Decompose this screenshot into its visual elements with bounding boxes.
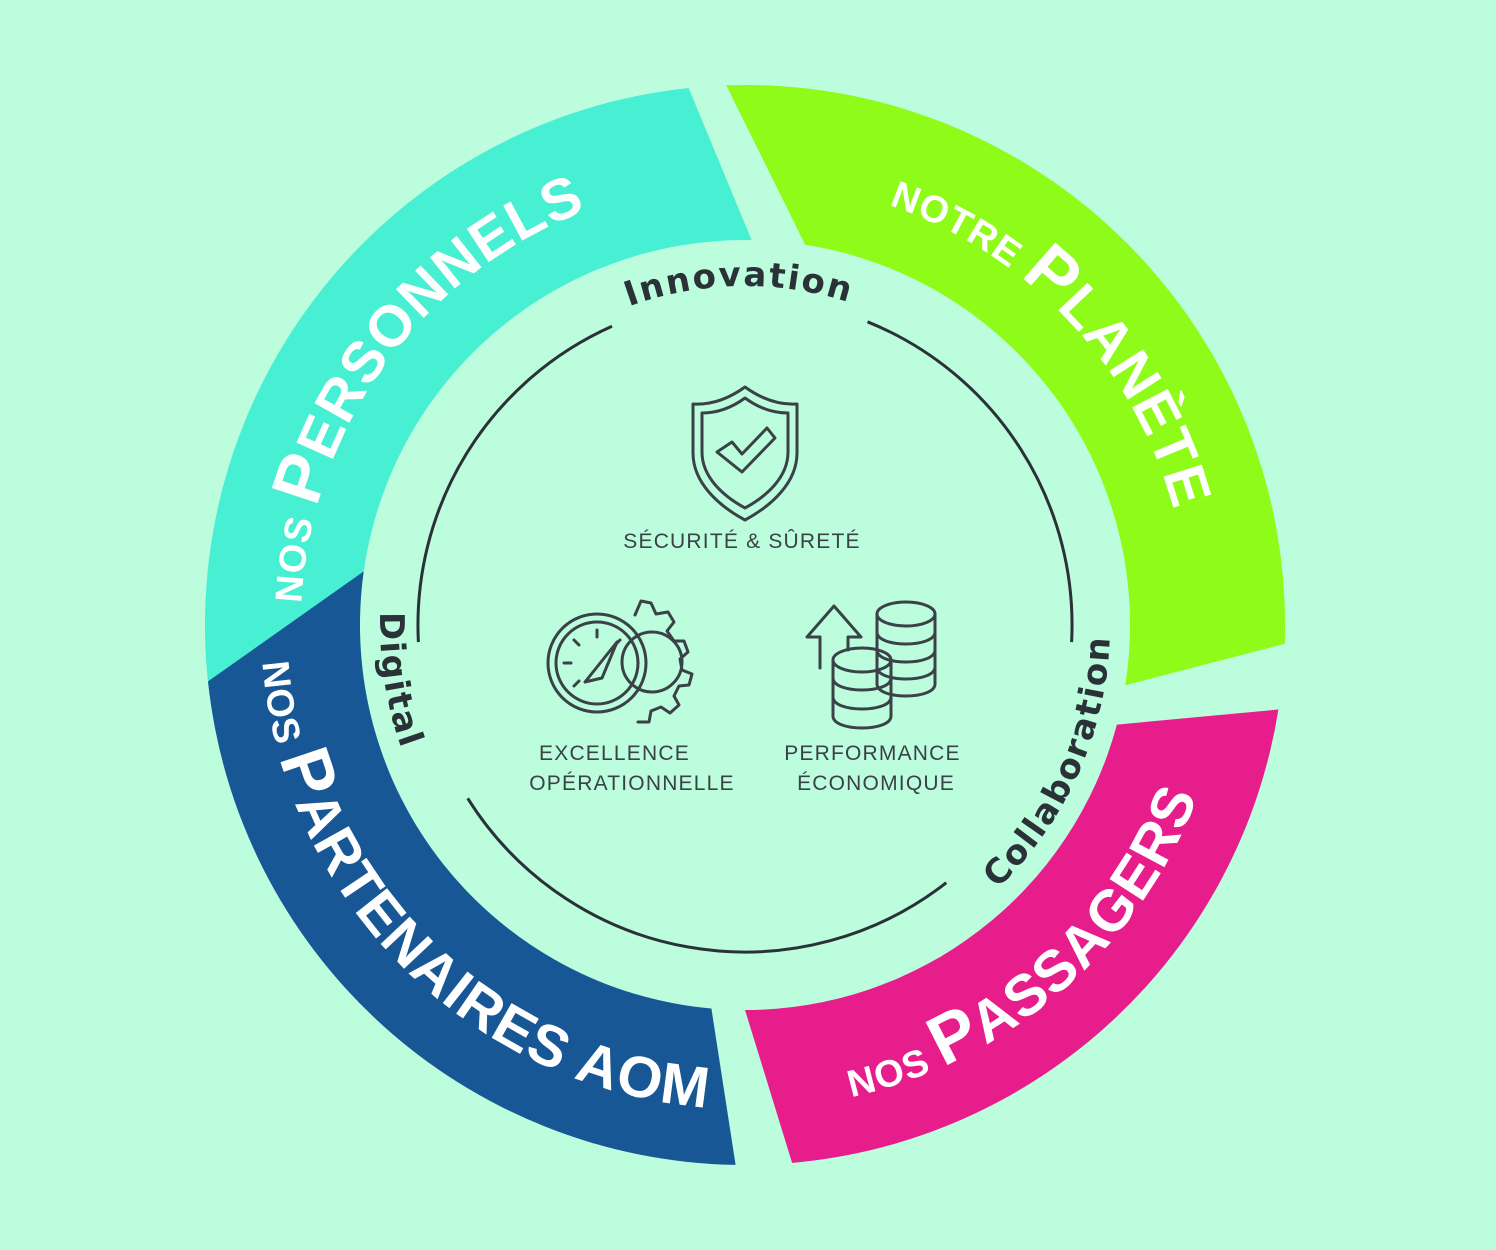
pillar-digital: Digital [371, 612, 431, 753]
segment-notre-planete [726, 84, 1286, 686]
inner-circle-arc-left [416, 324, 613, 643]
segment-nos-partenaires-aom [208, 571, 736, 1165]
caption-performance: PERFORMANCE ÉCONOMIQUE [784, 742, 968, 795]
inner-circle-arc-top [866, 320, 1074, 643]
gauge-gear-icon [546, 599, 694, 724]
shield-check-icon [691, 385, 799, 522]
inner-circle-arc-bottom [466, 797, 948, 954]
segment-nos-passagers [745, 709, 1279, 1163]
caption-excellence: EXCELLENCE OPÉRATIONNELLE [529, 742, 734, 795]
caption-securite: SÉCURITÉ & SÛRETÉ [623, 530, 860, 553]
coins-arrow-icon [805, 600, 937, 730]
pillar-innovation: Innovation [619, 255, 859, 315]
